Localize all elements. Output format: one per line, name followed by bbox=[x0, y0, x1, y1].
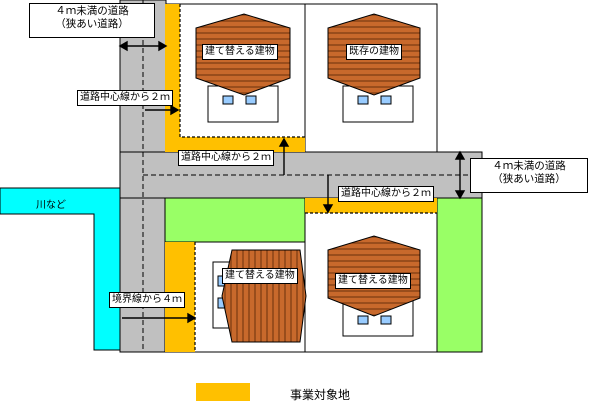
house-label-rebuild-3: 建て替える建物 bbox=[335, 273, 411, 289]
project-strip-top-horizontal bbox=[165, 137, 305, 152]
label-narrow-road-top-line2: （狭あい道路） bbox=[55, 18, 129, 30]
label-center-2m-b: 道路中心線から２ｍ bbox=[178, 150, 274, 166]
label-center-2m-c: 道路中心線から２ｍ bbox=[338, 186, 434, 202]
river bbox=[0, 187, 121, 351]
label-narrow-road-right-line1: ４ｍ未満の道路 bbox=[492, 160, 566, 172]
house-rebuild-1 bbox=[195, 13, 291, 123]
green-lot-right bbox=[436, 197, 483, 353]
green-lot-left bbox=[164, 197, 308, 243]
legend-swatch bbox=[196, 383, 250, 401]
house-label-rebuild-1: 建て替える建物 bbox=[202, 44, 278, 60]
project-strip-top-vertical bbox=[165, 4, 180, 152]
house-label-existing: 既存の建物 bbox=[346, 44, 402, 60]
label-narrow-road-right: ４ｍ未満の道路 （狭あい道路） bbox=[470, 158, 588, 193]
label-narrow-road-top: ４ｍ未満の道路 （狭あい道路） bbox=[29, 3, 155, 38]
label-boundary-4m: 境界線から４ｍ bbox=[109, 292, 185, 308]
label-center-2m-a: 道路中心線から２ｍ bbox=[77, 90, 173, 106]
house-rebuild-2 bbox=[212, 249, 307, 343]
label-river: 川など bbox=[36, 200, 66, 211]
label-narrow-road-top-line1: ４ｍ未満の道路 bbox=[55, 5, 129, 17]
label-narrow-road-right-line2: （狭あい道路） bbox=[492, 173, 566, 185]
legend-label: 事業対象地 bbox=[290, 388, 351, 402]
house-label-rebuild-2: 建て替える建物 bbox=[222, 268, 298, 284]
